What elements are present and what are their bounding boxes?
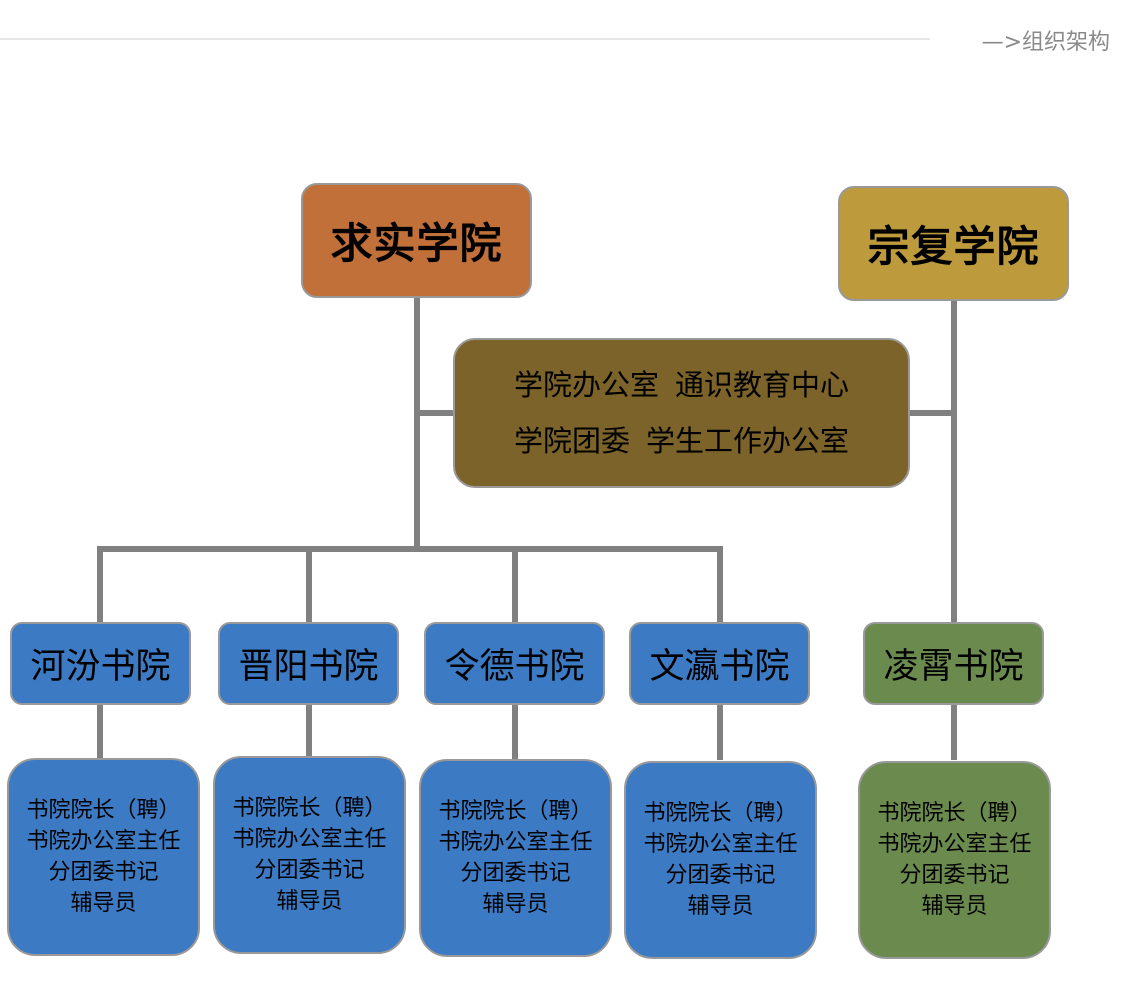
role-label: 书院院长（聘）	[438, 799, 593, 824]
role-label: 分团委书记	[665, 863, 776, 888]
academy-name: 晋阳书院	[238, 647, 379, 687]
role-label: 书院办公室主任	[643, 832, 798, 857]
college-name: 求实学院	[330, 219, 503, 268]
role-label: 辅导员	[276, 889, 343, 914]
role-label: 书院院长（聘）	[26, 798, 181, 823]
staff-roles-node: 书院院长（聘） 书院办公室主任 分团委书记 辅导员	[7, 758, 200, 956]
connector-line	[97, 546, 723, 552]
office-label: 学生工作办公室	[646, 424, 850, 458]
office-label: 学院办公室	[513, 368, 659, 402]
connector-line	[97, 546, 103, 624]
college-zongfu-node: 宗复学院	[838, 186, 1069, 301]
connector-line	[512, 546, 518, 624]
role-label: 辅导员	[482, 892, 549, 917]
academy-name: 文瀛书院	[649, 647, 790, 687]
role-label: 书院办公室主任	[26, 829, 181, 854]
connector-line	[906, 410, 954, 416]
college-qiushi-node: 求实学院	[301, 183, 532, 298]
role-label: 书院院长（聘）	[643, 801, 798, 826]
office-label: 通识教育中心	[675, 368, 850, 402]
connector-line	[717, 546, 723, 624]
connector-line	[306, 703, 312, 760]
academy-lingxiao-node: 凌霄书院	[863, 622, 1044, 705]
role-label: 分团委书记	[460, 861, 571, 886]
connector-line	[414, 297, 420, 550]
shared-offices-node: 学院办公室通识教育中心 学院团委学生工作办公室	[453, 338, 910, 488]
academy-lingde-node: 令德书院	[424, 622, 605, 705]
role-label: 辅导员	[687, 894, 754, 919]
role-label: 书院院长（聘）	[232, 796, 387, 821]
staff-roles-node: 书院院长（聘） 书院办公室主任 分团委书记 辅导员	[624, 761, 817, 959]
role-label: 辅导员	[70, 891, 137, 916]
staff-roles-node: 书院院长（聘） 书院办公室主任 分团委书记 辅导员	[213, 756, 406, 954]
academy-name: 河汾书院	[30, 647, 171, 687]
connector-line	[97, 703, 103, 760]
office-row: 学院团委学生工作办公室	[514, 413, 849, 469]
role-label: 分团委书记	[899, 863, 1010, 888]
connector-line	[417, 410, 457, 416]
college-name: 宗复学院	[867, 222, 1040, 271]
office-row: 学院办公室通识教育中心	[514, 357, 849, 413]
staff-roles-node: 书院院长（聘） 书院办公室主任 分团委书记 辅导员	[419, 759, 612, 957]
header-divider	[0, 38, 930, 40]
role-label: 书院办公室主任	[438, 830, 593, 855]
breadcrumb: —>组织架构	[981, 30, 1110, 55]
connector-line	[306, 546, 312, 624]
connector-line	[951, 298, 957, 624]
academy-wenying-node: 文瀛书院	[629, 622, 810, 705]
role-label: 书院院长（聘）	[877, 801, 1032, 826]
role-label: 分团委书记	[48, 860, 159, 885]
role-label: 分团委书记	[254, 858, 365, 883]
staff-roles-node: 书院院长（聘） 书院办公室主任 分团委书记 辅导员	[858, 761, 1051, 959]
academy-hefen-node: 河汾书院	[10, 622, 191, 705]
academy-name: 令德书院	[444, 647, 585, 687]
role-label: 书院办公室主任	[877, 832, 1032, 857]
connector-line	[951, 703, 957, 760]
connector-line	[717, 703, 723, 760]
connector-line	[512, 703, 518, 760]
office-label: 学院团委	[513, 424, 630, 458]
role-label: 书院办公室主任	[232, 827, 387, 852]
role-label: 辅导员	[921, 894, 988, 919]
academy-name: 凌霄书院	[883, 647, 1024, 687]
academy-jinyang-node: 晋阳书院	[218, 622, 399, 705]
